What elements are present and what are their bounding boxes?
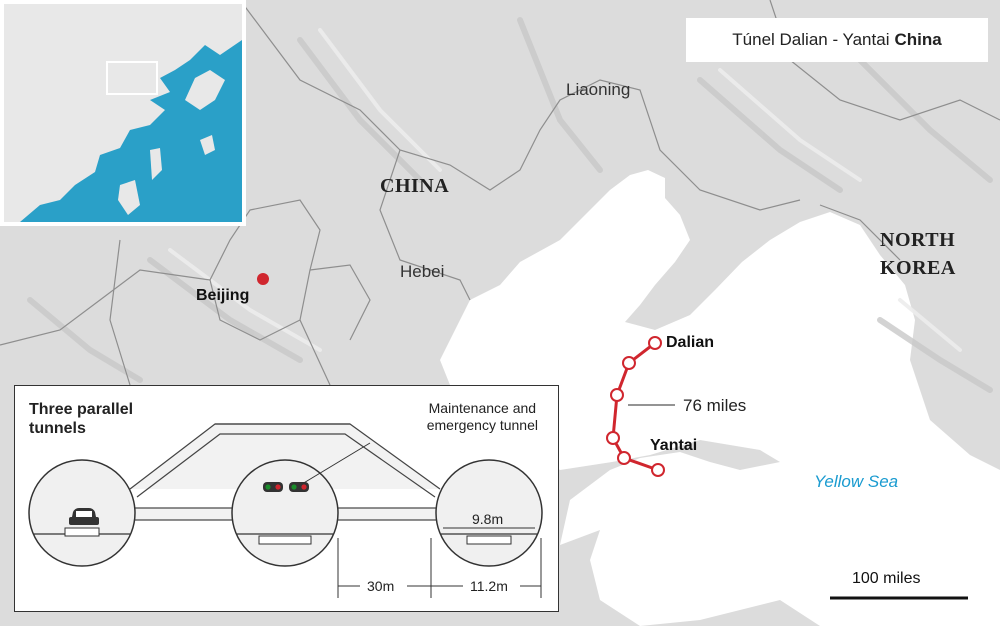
connecting-passages bbox=[129, 423, 444, 521]
route-node bbox=[610, 388, 624, 402]
label-liaoning: Liaoning bbox=[566, 80, 631, 99]
dimension-lines bbox=[337, 538, 542, 598]
service-tunnel-label: Maintenance and emergency tunnel bbox=[427, 400, 538, 434]
route-node bbox=[617, 451, 631, 465]
label-north-korea-line1: NORTH bbox=[880, 229, 956, 251]
label-tunnel-length: 76 miles bbox=[683, 396, 747, 415]
label-north-korea-line2: KOREA bbox=[880, 257, 956, 279]
car-icon bbox=[69, 508, 99, 525]
diagram-title-line1: Three parallel bbox=[29, 401, 134, 418]
span-label: 11.2m bbox=[470, 578, 508, 594]
relief-shading bbox=[27, 17, 993, 393]
label-beijing: Beijing bbox=[196, 287, 250, 304]
tunnel-route bbox=[606, 336, 675, 477]
route-node bbox=[622, 356, 636, 370]
tunnel-cross-section bbox=[28, 423, 543, 598]
diagram-title: Three parallel tunnels bbox=[29, 400, 133, 438]
width-label: 9.8m bbox=[470, 511, 506, 527]
maintenance-leader-line bbox=[301, 442, 371, 485]
scale-label: 100 miles bbox=[852, 570, 921, 587]
route-node bbox=[606, 431, 620, 445]
tunnel-diagram: Three parallel tunnels Maintenance and e… bbox=[14, 385, 559, 612]
label-yantai: Yantai bbox=[650, 437, 698, 454]
route-node bbox=[648, 336, 662, 350]
label-china: CHINA bbox=[380, 175, 450, 197]
left-tunnel bbox=[28, 459, 136, 567]
inset-locator-box bbox=[106, 61, 158, 95]
beijing-marker bbox=[257, 273, 269, 285]
sea-area bbox=[440, 170, 1000, 626]
locator-inset bbox=[4, 4, 242, 222]
diagram-title-line2: tunnels bbox=[29, 420, 86, 437]
title-country: China bbox=[894, 30, 942, 49]
title-box: Túnel Dalian - Yantai China bbox=[686, 18, 988, 62]
label-hebei: Hebei bbox=[400, 262, 445, 281]
spacing-label: 30m bbox=[367, 578, 395, 594]
label-yellow-sea: Yellow Sea bbox=[814, 472, 899, 491]
route-node bbox=[651, 463, 665, 477]
service-tunnel bbox=[231, 442, 371, 567]
title-text: Túnel Dalian - Yantai bbox=[732, 30, 890, 49]
label-dalian: Dalian bbox=[666, 334, 715, 351]
relief-highlights bbox=[168, 28, 962, 352]
signal-lights-icon bbox=[263, 482, 309, 492]
service-tunnel-label-line1: Maintenance and bbox=[428, 400, 537, 416]
service-tunnel-label-line2: emergency tunnel bbox=[426, 417, 538, 433]
